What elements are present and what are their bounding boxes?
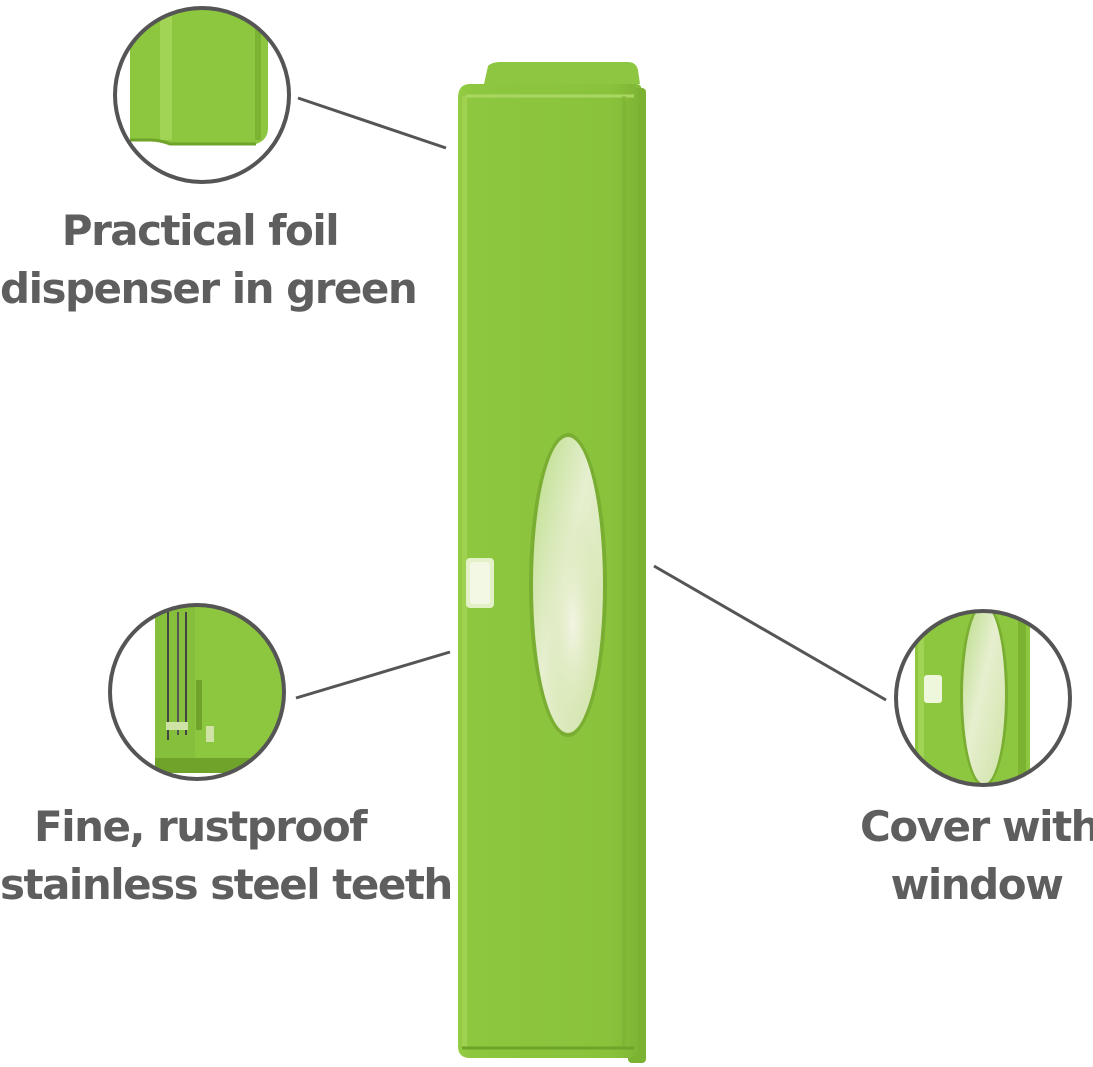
- caption-cover-line-2: window: [890, 860, 1064, 909]
- caption-cover-line-1: Cover with: [860, 802, 1093, 851]
- foil-dispenser: [458, 62, 646, 1063]
- caption-teeth-line-2: stainless steel teeth: [0, 860, 453, 909]
- caption-teeth-line-1: Fine, rustproof: [34, 802, 368, 851]
- detail-circle-cover: [894, 609, 1072, 787]
- detail-circle-foil: [113, 6, 291, 184]
- caption-foil-line-2: dispenser in green: [0, 264, 418, 313]
- caption-foil-dispenser: Practical foil dispenser in green: [0, 202, 418, 318]
- detail-circle-teeth: [108, 603, 286, 781]
- callout-lines: [295, 96, 887, 702]
- cover-window: [529, 433, 607, 737]
- caption-foil-line-1: Practical foil: [61, 206, 340, 255]
- side-tab: [466, 558, 494, 608]
- caption-cover-window: Cover with window: [860, 798, 1093, 914]
- caption-steel-teeth: Fine, rustproof stainless steel teeth: [0, 798, 453, 914]
